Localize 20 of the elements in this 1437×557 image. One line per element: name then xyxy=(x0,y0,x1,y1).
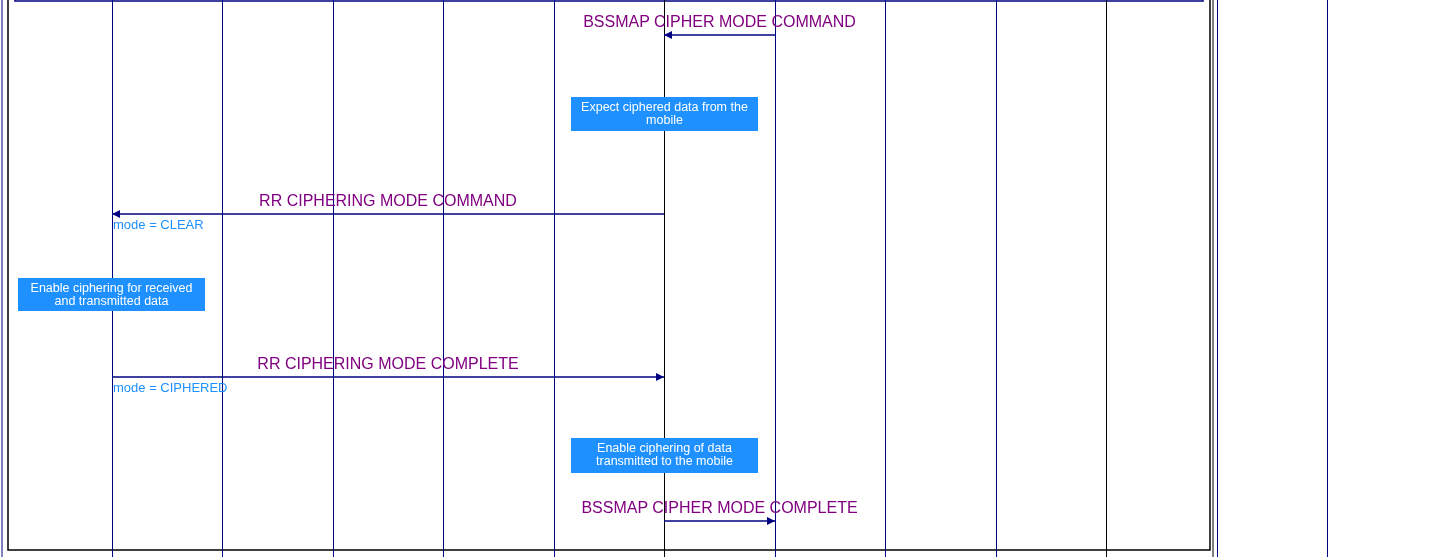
lifeline xyxy=(884,0,886,557)
action-box: Expect ciphered data from the mobile xyxy=(571,97,758,131)
lifeline xyxy=(1326,0,1328,557)
lifeline xyxy=(995,0,997,557)
lifeline xyxy=(1216,0,1218,557)
lifeline xyxy=(774,0,776,557)
lifeline xyxy=(442,0,444,557)
message-arrow xyxy=(111,373,665,381)
parameter-note: mode = CLEAR xyxy=(113,218,204,232)
action-box: Enable ciphering of data transmitted to the mobile xyxy=(571,438,758,473)
lifeline xyxy=(332,0,334,557)
message-arrow xyxy=(663,31,776,39)
lifeline xyxy=(221,0,223,557)
lifeline xyxy=(553,0,555,557)
message-arrow xyxy=(111,210,665,218)
lifeline xyxy=(663,0,665,557)
lifeline xyxy=(111,0,113,557)
lifeline xyxy=(1105,0,1107,557)
message-arrow xyxy=(663,517,776,525)
action-box: Enable ciphering for received and transmitted data xyxy=(18,278,205,311)
